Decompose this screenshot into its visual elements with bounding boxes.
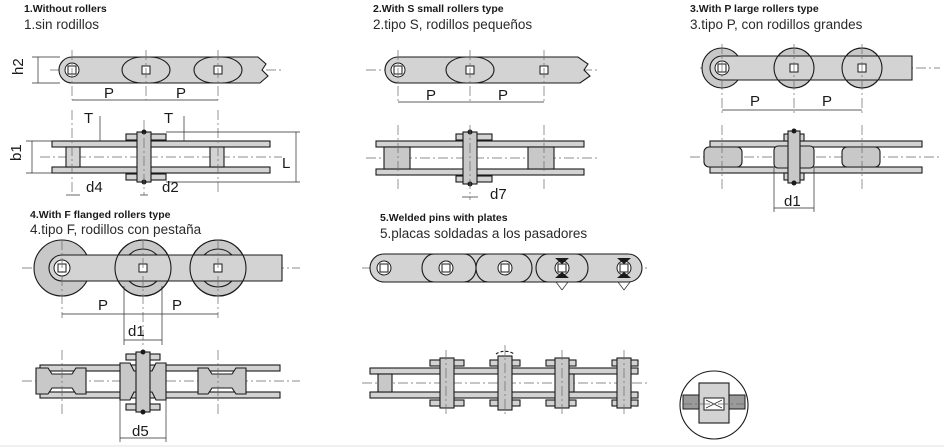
dim-d1-label-2: d1 (128, 323, 145, 340)
dim-p-label-2: P (176, 85, 186, 102)
dim-l-label: L (282, 155, 290, 172)
type-3-title-es: 3.tipo P, con rodillos grandes (690, 17, 863, 32)
type-2-title-en: 2.With S small rollers type (373, 3, 504, 15)
type-4-title-en: 4.With F flanged rollers type (30, 209, 171, 221)
dim-d4-label: d4 (86, 179, 103, 196)
dim-p-label-4: P (498, 87, 508, 104)
type-5-top-view (362, 345, 650, 416)
dim-b1-label: b1 (8, 144, 25, 161)
type-2-top-view: d7 (366, 125, 600, 203)
type-5-title-en: 5.Welded pins with plates (380, 212, 508, 224)
dim-p-label-5: P (750, 93, 760, 110)
type-1-title-es: 1.sin rodillos (24, 17, 99, 32)
dim-p-label-3: P (426, 87, 436, 104)
type-4-side-view: P P d1 (22, 239, 300, 345)
dim-h2-label: h2 (10, 58, 27, 75)
type-5-side-view (362, 253, 650, 291)
dim-p-label-8: P (172, 297, 182, 314)
type-1-top-view: b1 T T L d4 d2 (8, 110, 300, 196)
welded-pin-detail (679, 370, 749, 440)
dim-d7-label: d7 (490, 186, 507, 203)
type-4-top-view: d5 (22, 349, 300, 442)
type-4-title-es: 4.tipo F, rodillos con pestaña (30, 222, 202, 237)
type-5-title-es: 5.placas soldadas a los pasadores (380, 226, 587, 241)
type-3-top-view: d1 (690, 125, 940, 212)
dim-p-label-1: P (104, 85, 114, 102)
type-3-title-en: 3.With P large rollers type (690, 3, 819, 15)
type-2-title-es: 2.tipo S, rodillos pequeños (373, 17, 532, 32)
type-3-side-view: P P (700, 44, 940, 114)
type-1-side-view: h2 P P (10, 50, 282, 102)
dim-t-label-2: T (164, 110, 173, 127)
dim-d5-label: d5 (132, 423, 149, 440)
type-2-side-view: P P (366, 50, 600, 104)
type-1-title-en: 1.Without rollers (24, 3, 107, 15)
dim-p-label-7: P (98, 297, 108, 314)
dim-d2-label: d2 (162, 179, 179, 196)
dim-t-label-1: T (84, 110, 93, 127)
dim-p-label-6: P (822, 93, 832, 110)
dim-d1-label-1: d1 (784, 193, 801, 210)
